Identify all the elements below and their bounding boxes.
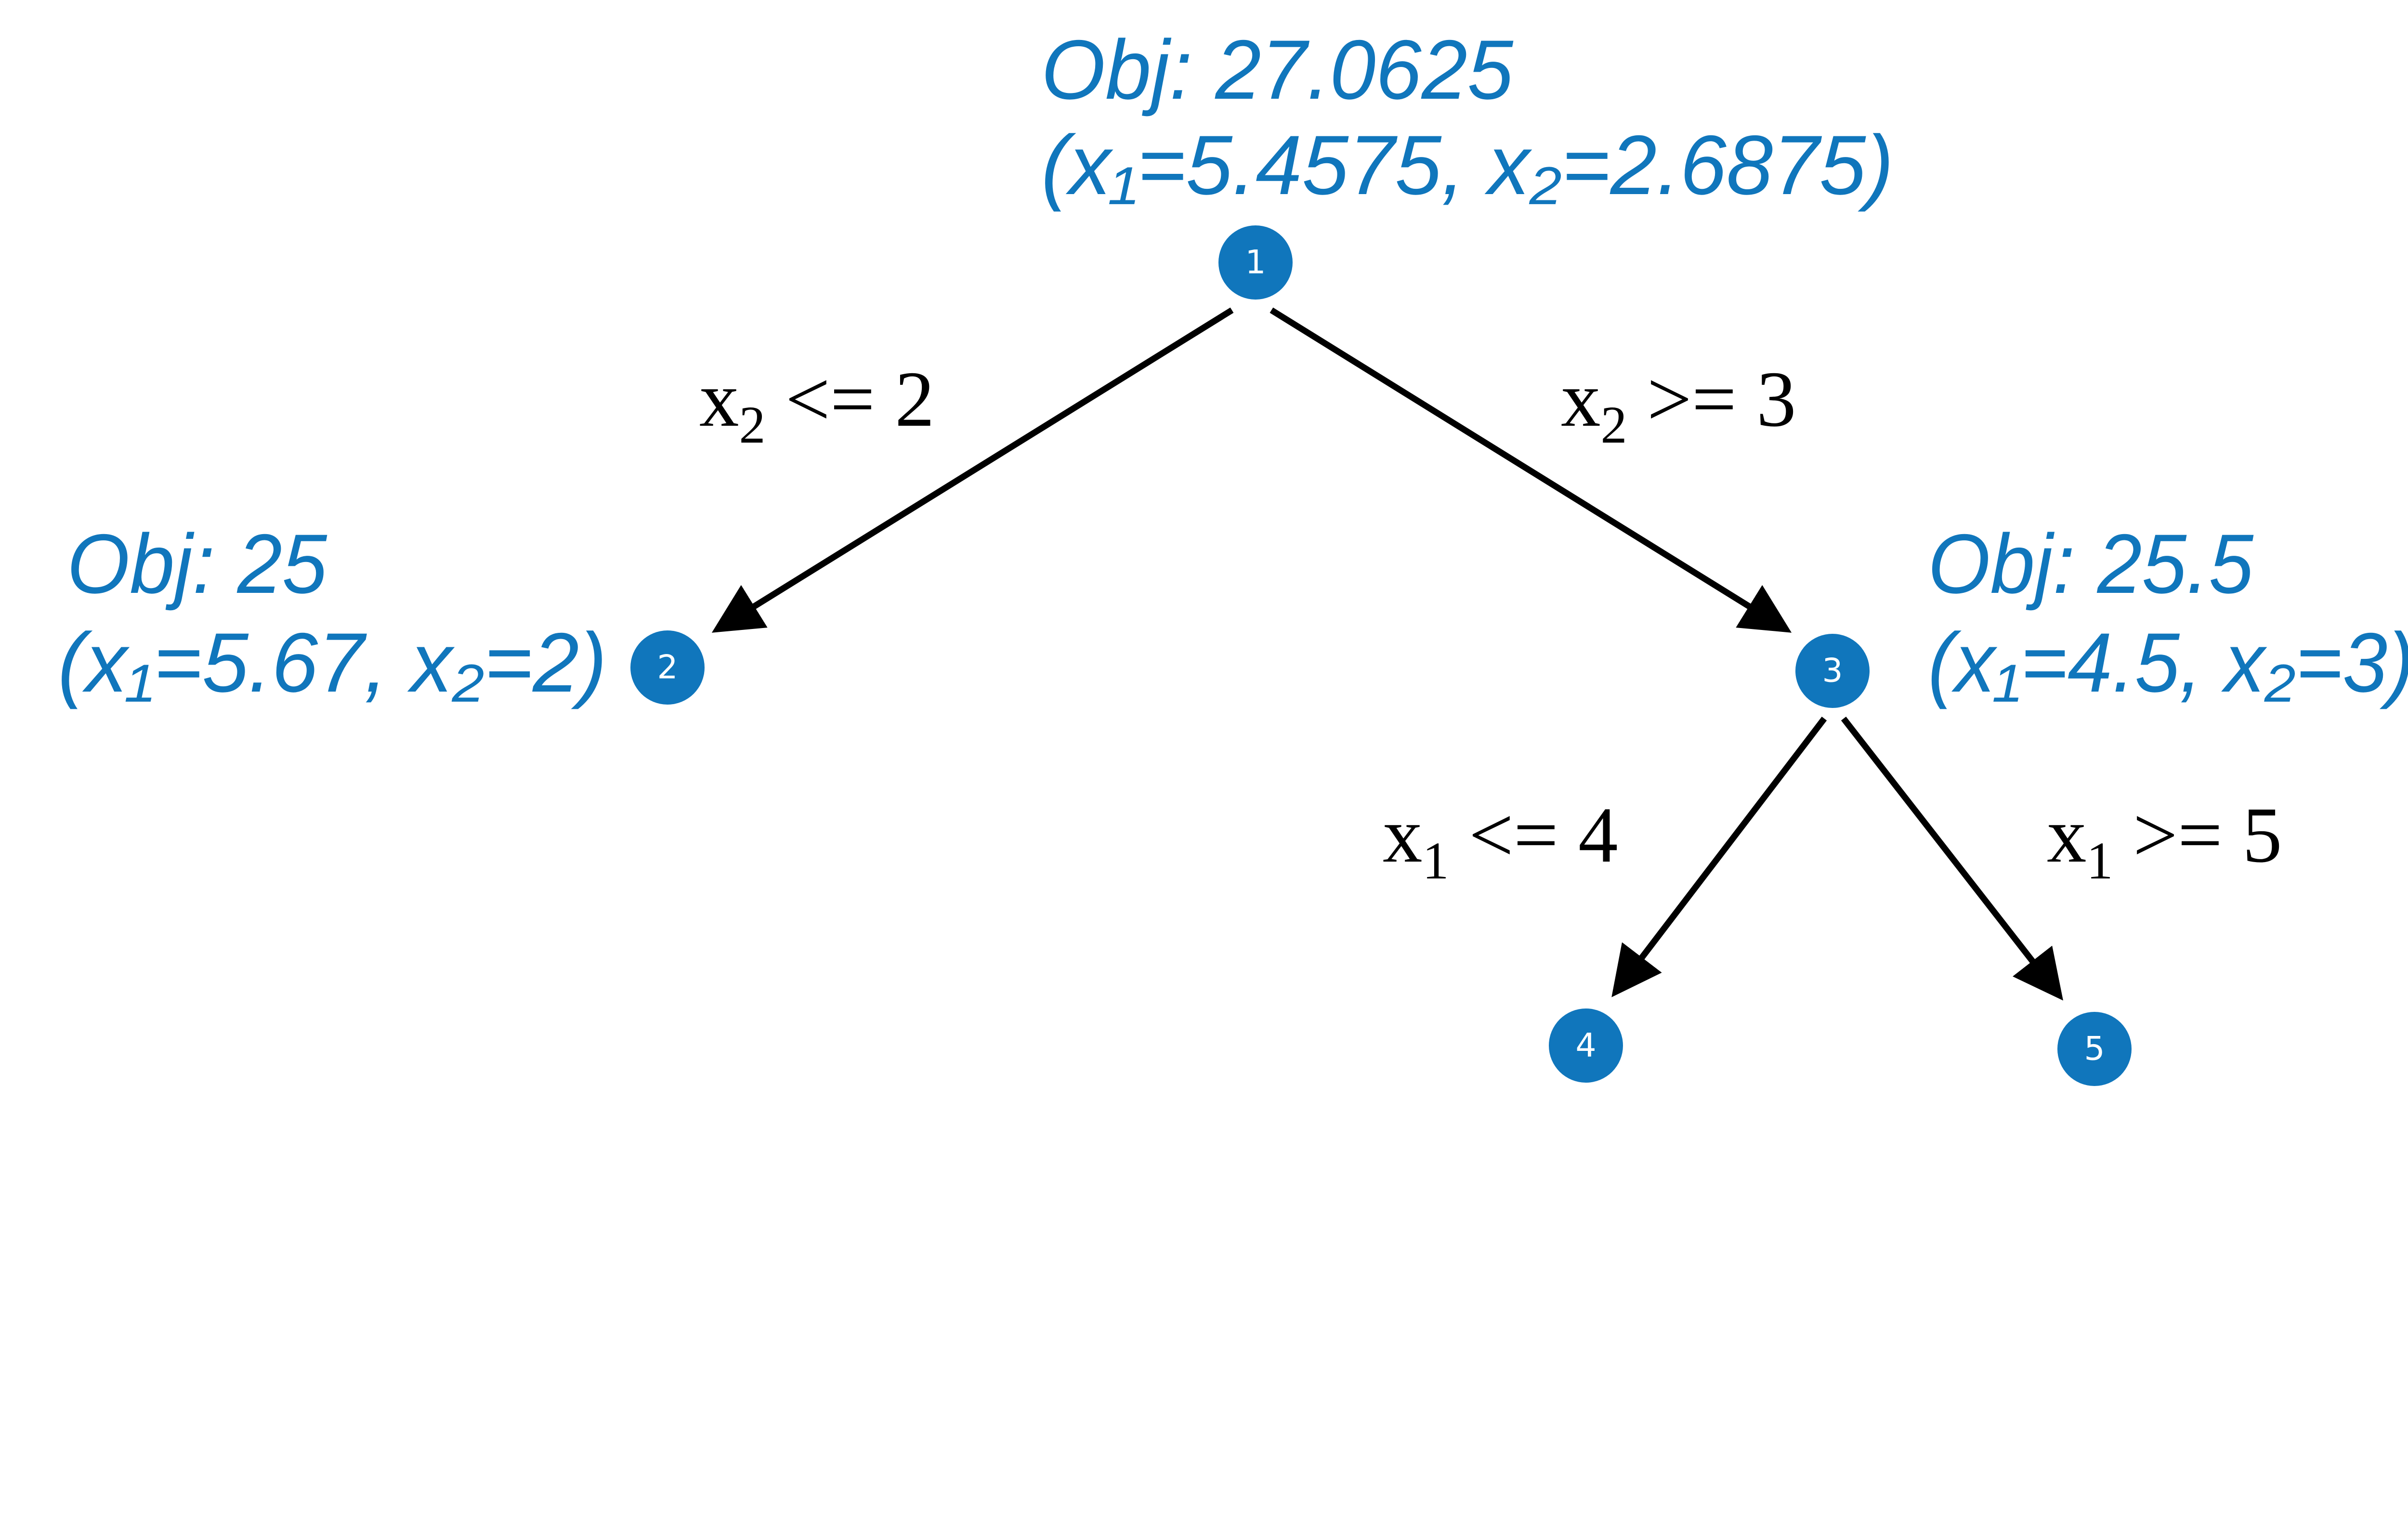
edge-3-5 (1841, 717, 2063, 1001)
edge-label-3-5: x1 >= 5 (2047, 791, 2282, 890)
node-3-number: 3 (1822, 652, 1843, 690)
node-3: 3 (1795, 634, 1870, 708)
node-2-objective: Obj: 25 (67, 517, 327, 611)
node-1-solution: (x₁=5.4575, x₂=2.6875) (1041, 118, 1894, 212)
node-4: 4 (1549, 1008, 1623, 1083)
edge-1-3 (1269, 307, 1792, 633)
edge-label-3-4: x1 <= 4 (1383, 791, 1618, 890)
node-5-number: 5 (2084, 1030, 2105, 1068)
node-2-solution: (x₁=5.67, x₂=2) (58, 616, 607, 710)
node-3-solution: (x₁=4.5, x₂=3) (1928, 616, 2408, 710)
edge-label-1-2: x2 <= 2 (699, 355, 935, 454)
node-2: 2 (630, 630, 705, 705)
edge-1-2 (711, 307, 1234, 633)
node-1-number: 1 (1245, 244, 1266, 282)
edge-label-1-3: x2 >= 3 (1561, 355, 1796, 454)
node-3-objective: Obj: 25.5 (1928, 517, 2254, 611)
node-1-objective: Obj: 27.0625 (1041, 23, 1514, 117)
node-2-number: 2 (657, 649, 678, 687)
node-5: 5 (2057, 1012, 2132, 1086)
edge-3-4 (1611, 717, 1827, 997)
node-1: 1 (1218, 225, 1293, 300)
node-4-number: 4 (1575, 1027, 1596, 1065)
